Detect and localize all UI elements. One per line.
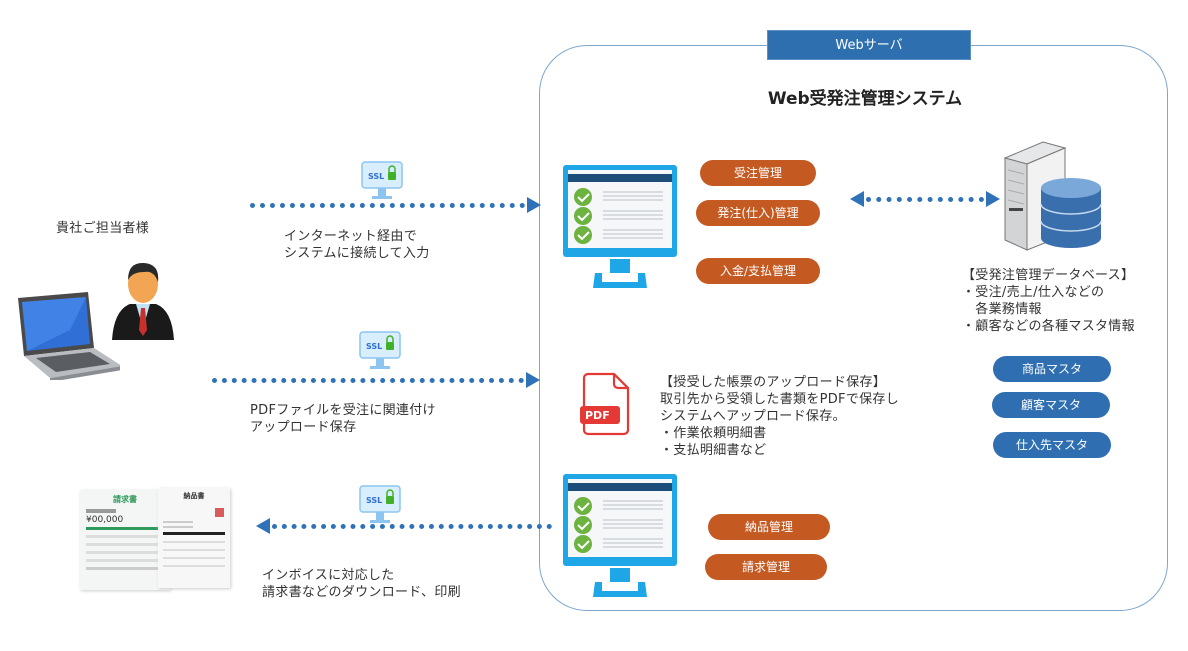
flow-caption: インターネット経由で <box>284 229 418 244</box>
invoice-title: 請求書 <box>113 495 137 504</box>
delivery-slip-title: 納品書 <box>183 492 205 500</box>
master-product-button[interactable]: 商品マスタ <box>993 356 1111 382</box>
flow-arrow-download <box>272 524 552 529</box>
master-supplier-button[interactable]: 仕入先マスタ <box>993 432 1111 458</box>
delivery-slip-document-icon: 納品書 <box>158 488 230 588</box>
monitor-app-icon <box>563 474 677 597</box>
module-billing-management-button[interactable]: 請求管理 <box>705 554 827 580</box>
ssl-monitor-icon: SSL <box>359 485 401 523</box>
ssl-monitor-icon: SSL <box>361 161 403 199</box>
web-server-label: Webサーバ <box>767 30 971 60</box>
flow-arrow-input <box>250 203 525 208</box>
pdf-badge: PDF <box>585 409 610 422</box>
flow-caption: インボイスに対応した <box>262 568 395 583</box>
person-icon <box>112 262 174 340</box>
svg-text:SSL: SSL <box>368 172 384 181</box>
module-payment-management-button[interactable]: 入金/支払管理 <box>696 258 820 284</box>
flow-arrow-upload <box>212 378 524 383</box>
db-sync-arrow <box>866 197 984 202</box>
upload-line: ・支払明細書など <box>660 443 767 458</box>
database-server-icon <box>1003 141 1102 251</box>
laptop-icon <box>18 292 120 380</box>
invoice-document-icon: 請求書 ¥00,000 <box>80 490 170 590</box>
upload-line: 取引先から受領した書類をPDFで保存し <box>660 392 900 407</box>
arrow-right-icon <box>986 191 1000 207</box>
module-delivery-management-button[interactable]: 納品管理 <box>708 514 830 540</box>
flow-caption: 請求書などのダウンロード、印刷 <box>262 585 461 600</box>
client-label: 貴社ご担当者様 <box>56 221 150 236</box>
ssl-monitor-icon: SSL <box>359 331 401 369</box>
upload-line: ・作業依頼明細書 <box>660 426 767 441</box>
upload-title: 【授受した帳票のアップロード保存】 <box>660 375 887 390</box>
database-line: ・受注/売上/仕入などの <box>962 285 1105 300</box>
pdf-file-icon: PDF <box>580 372 630 436</box>
flow-caption: システムに接続して入力 <box>284 246 430 261</box>
svg-text:SSL: SSL <box>366 342 382 351</box>
master-customer-button[interactable]: 顧客マスタ <box>992 392 1110 418</box>
module-order-management-button[interactable]: 受注管理 <box>700 160 816 186</box>
database-line: ・顧客などの各種マスタ情報 <box>962 319 1135 334</box>
flow-caption: アップロード保存 <box>250 420 357 435</box>
flow-caption: PDFファイルを受注に関連付け <box>250 403 436 418</box>
monitor-app-icon <box>563 165 677 288</box>
system-title: Web受発注管理システム <box>767 89 963 109</box>
invoice-amount: ¥00,000 <box>86 515 124 525</box>
module-purchase-management-button[interactable]: 発注(仕入)管理 <box>696 200 820 226</box>
svg-text:SSL: SSL <box>366 496 382 505</box>
database-line: 各業務情報 <box>962 302 1042 317</box>
arrow-left-icon <box>850 191 864 207</box>
database-title: 【受発注管理データベース】 <box>962 268 1135 283</box>
upload-line: システムへアップロード保存。 <box>660 409 846 424</box>
arrow-right-icon <box>526 372 540 388</box>
arrow-right-icon <box>527 197 541 213</box>
arrow-left-icon <box>256 518 270 534</box>
